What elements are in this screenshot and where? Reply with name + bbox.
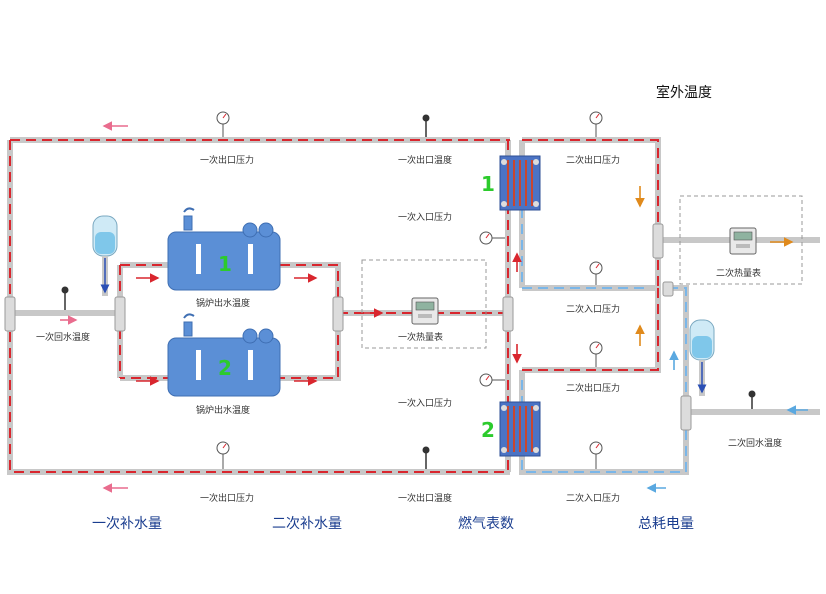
secondary-expansion-tank-icon xyxy=(689,319,715,396)
primary-heat-meter-icon xyxy=(411,297,439,325)
primary-inlet-pressure-lower-label: 一次入口压力 xyxy=(398,399,453,409)
outdoor-temperature-title: 室外温度 xyxy=(656,85,712,101)
pipe-fittings xyxy=(4,223,692,431)
secondary-outlet-pressure-lower-label: 二次出口压力 xyxy=(566,384,621,394)
pressure-gauge-needles xyxy=(222,113,600,449)
heat-exchanger-2-icon xyxy=(499,401,541,457)
flow-arrows xyxy=(60,121,808,493)
primary-inlet-pressure-upper-label: 一次入口压力 xyxy=(398,213,453,223)
primary-expansion-tank-icon xyxy=(92,215,118,296)
primary-makeup-water-label: 一次补水量 xyxy=(92,516,162,532)
primary-outlet-pressure-bottom-label: 一次出口压力 xyxy=(200,494,255,504)
primary-outlet-temp-top-label: 一次出口温度 xyxy=(398,156,453,166)
primary-outlet-pressure-top-label: 一次出口压力 xyxy=(200,156,255,166)
primary-return-temp-label: 一次回水温度 xyxy=(36,333,91,343)
primary-outlet-temp-bottom-label: 一次出口温度 xyxy=(398,494,453,504)
secondary-heat-meter-label: 二次热量表 xyxy=(716,269,762,279)
secondary-heat-meter-icon xyxy=(729,227,757,255)
gas-meter-label: 燃气表数 xyxy=(458,516,514,532)
temperature-sensor-icon xyxy=(61,114,756,469)
secondary-outlet-pressure-upper-label: 二次出口压力 xyxy=(566,156,621,166)
secondary-inlet-pressure-lower-label: 二次入口压力 xyxy=(566,494,621,504)
heat-exchanger-1-icon xyxy=(499,155,541,211)
boiler-1-icon xyxy=(167,207,281,291)
secondary-makeup-water-label: 二次补水量 xyxy=(272,516,342,532)
secondary-loop-pipes xyxy=(519,137,820,475)
heat-exchanger-2-number: 2 xyxy=(481,418,495,442)
primary-heat-meter-label: 一次热量表 xyxy=(398,333,444,343)
boiler-2-number: 2 xyxy=(218,356,232,380)
boiler-1-number: 1 xyxy=(218,252,232,276)
secondary-return-temp-label: 二次回水温度 xyxy=(728,439,783,449)
boiler-2-outlet-temp-label: 锅炉出水温度 xyxy=(196,406,251,416)
primary-heat-meter-box xyxy=(361,259,487,349)
boiler-2-icon xyxy=(167,313,281,397)
secondary-inlet-pressure-upper-label: 二次入口压力 xyxy=(566,305,621,315)
heat-exchanger-1-number: 1 xyxy=(481,172,495,196)
total-power-label: 总耗电量 xyxy=(638,516,694,532)
boiler-1-outlet-temp-label: 锅炉出水温度 xyxy=(196,299,251,309)
